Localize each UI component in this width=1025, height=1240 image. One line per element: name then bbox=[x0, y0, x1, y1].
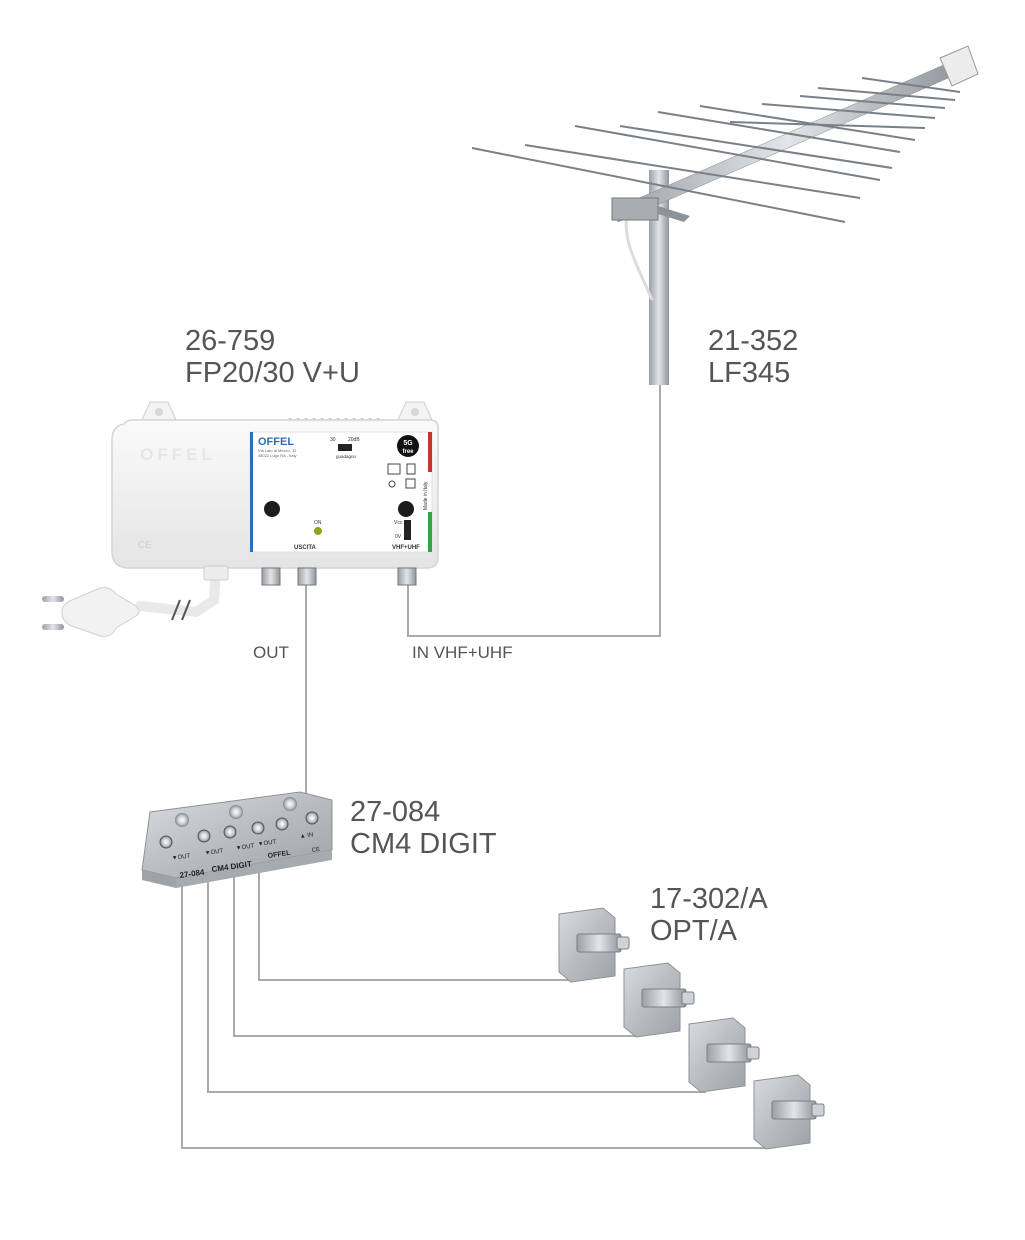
in-connection-label: IN VHF+UHF bbox=[412, 643, 513, 662]
cable-power bbox=[135, 565, 221, 618]
outlet-code: 17-302/A bbox=[650, 883, 768, 915]
antenna-elements bbox=[471, 77, 961, 223]
cable-splitter-to-outlet-4 bbox=[181, 860, 770, 1149]
amplifier-stripe-blue bbox=[250, 432, 253, 552]
splitter-out-label-2: ▼OUT bbox=[204, 848, 224, 857]
splitter-device bbox=[141, 791, 333, 888]
amplifier-address-1: Via Lato di Mezzo, 32 bbox=[258, 448, 297, 453]
badge-free-text: free bbox=[402, 449, 414, 455]
antenna-callout: 21-352 LF345 bbox=[708, 325, 798, 390]
splitter-brand: OFFEL bbox=[267, 850, 291, 860]
vcc-switch bbox=[404, 520, 411, 540]
power-led bbox=[314, 527, 322, 535]
bin-icon bbox=[406, 463, 416, 475]
power-plug-body bbox=[61, 587, 140, 637]
input-gain-knob bbox=[398, 501, 414, 517]
amplifier-brand-logo: OFFEL bbox=[258, 436, 294, 448]
splitter-code: 27-084 bbox=[350, 796, 441, 828]
splitter-out-label-1: ▼OUT bbox=[171, 853, 191, 862]
gain-left-label: 30 bbox=[330, 437, 336, 443]
outlet-1 bbox=[558, 907, 630, 983]
amplifier-code: 26-759 bbox=[185, 325, 276, 357]
antenna-end-cap bbox=[939, 45, 979, 87]
uscita-label: USCITA bbox=[294, 545, 317, 551]
class2-icon bbox=[405, 478, 416, 489]
splitter-callout: 27-084 CM4 DIGIT bbox=[350, 796, 497, 861]
gain-switch bbox=[338, 444, 352, 451]
splitter-body-code: 27-084 bbox=[179, 868, 205, 880]
plug-pin-bottom bbox=[42, 624, 64, 630]
cable-splitter-to-outlet-2 bbox=[233, 860, 640, 1037]
vhf-uhf-port-label: VHF+UHF bbox=[392, 545, 420, 551]
splitter-out-label-4: ▼OUT bbox=[257, 839, 277, 848]
outlet-model: OPT/A bbox=[650, 915, 738, 948]
outlet-callout: 17-302/A OPT/A bbox=[650, 883, 768, 948]
gain-right-label: 20dB bbox=[348, 437, 360, 443]
cable-break-mark bbox=[171, 599, 191, 621]
badge-5g-text: 5G bbox=[403, 440, 413, 447]
vcc-label: Vcc bbox=[394, 520, 403, 526]
splitter-out-label-3: ▼OUT bbox=[235, 843, 255, 852]
antenna-bracket bbox=[611, 197, 659, 221]
5g-free-badge bbox=[397, 435, 419, 457]
antenna-mast bbox=[649, 170, 669, 385]
cable-splitter-to-outlet-1 bbox=[258, 860, 575, 981]
manual-icon bbox=[387, 463, 401, 475]
splitter-ports bbox=[159, 811, 319, 849]
splitter-in-label: ▲ IN bbox=[299, 832, 313, 840]
splitter-ce-mark: CE bbox=[311, 847, 320, 854]
out-connection-label: OUT bbox=[253, 643, 289, 662]
power-cord-gland bbox=[203, 565, 229, 581]
polarity-icon bbox=[388, 480, 396, 488]
cable-splitter-to-outlet-3 bbox=[207, 860, 706, 1093]
antenna-model: LF345 bbox=[708, 357, 791, 390]
amplifier-connectors bbox=[261, 567, 417, 586]
splitter-screws bbox=[175, 797, 297, 827]
amplifier-callout: 26-759 FP20/30 V+U bbox=[185, 325, 360, 390]
outlet-2 bbox=[623, 962, 695, 1038]
splitter-model: CM4 DIGIT bbox=[350, 828, 497, 861]
amplifier-stripe-green bbox=[428, 512, 432, 552]
amplifier-address-2: 48022 Lugo RA - Italy bbox=[258, 453, 296, 458]
cable-antenna-to-amplifier bbox=[407, 380, 661, 637]
outlet-4 bbox=[753, 1074, 825, 1150]
cables bbox=[135, 380, 770, 1149]
on-label: ON bbox=[314, 520, 322, 526]
amplifier-stripe-red bbox=[428, 432, 432, 472]
amplifier-device bbox=[111, 401, 439, 586]
amplifier-model: FP20/30 V+U bbox=[185, 357, 360, 390]
gain-word-label: guadagno bbox=[336, 454, 357, 459]
amplifier-printed-text: OFFEL OFFEL Via Lato di Mezzo, 32 48022 … bbox=[138, 436, 429, 551]
power-plug bbox=[42, 587, 191, 637]
plug-pin-top bbox=[42, 596, 64, 602]
outlet-3 bbox=[688, 1017, 760, 1093]
antenna-code: 21-352 bbox=[708, 325, 799, 357]
amplifier-embossed-brand: OFFEL bbox=[140, 445, 216, 464]
antenna-device bbox=[471, 45, 979, 385]
made-in-italy-label: Made in Italy bbox=[423, 481, 429, 510]
antenna-downlead bbox=[624, 209, 654, 301]
amplifier-ce-mark: CE bbox=[138, 540, 152, 551]
output-gain-knob bbox=[264, 501, 280, 517]
zero-volt-label: 0V bbox=[395, 534, 402, 540]
